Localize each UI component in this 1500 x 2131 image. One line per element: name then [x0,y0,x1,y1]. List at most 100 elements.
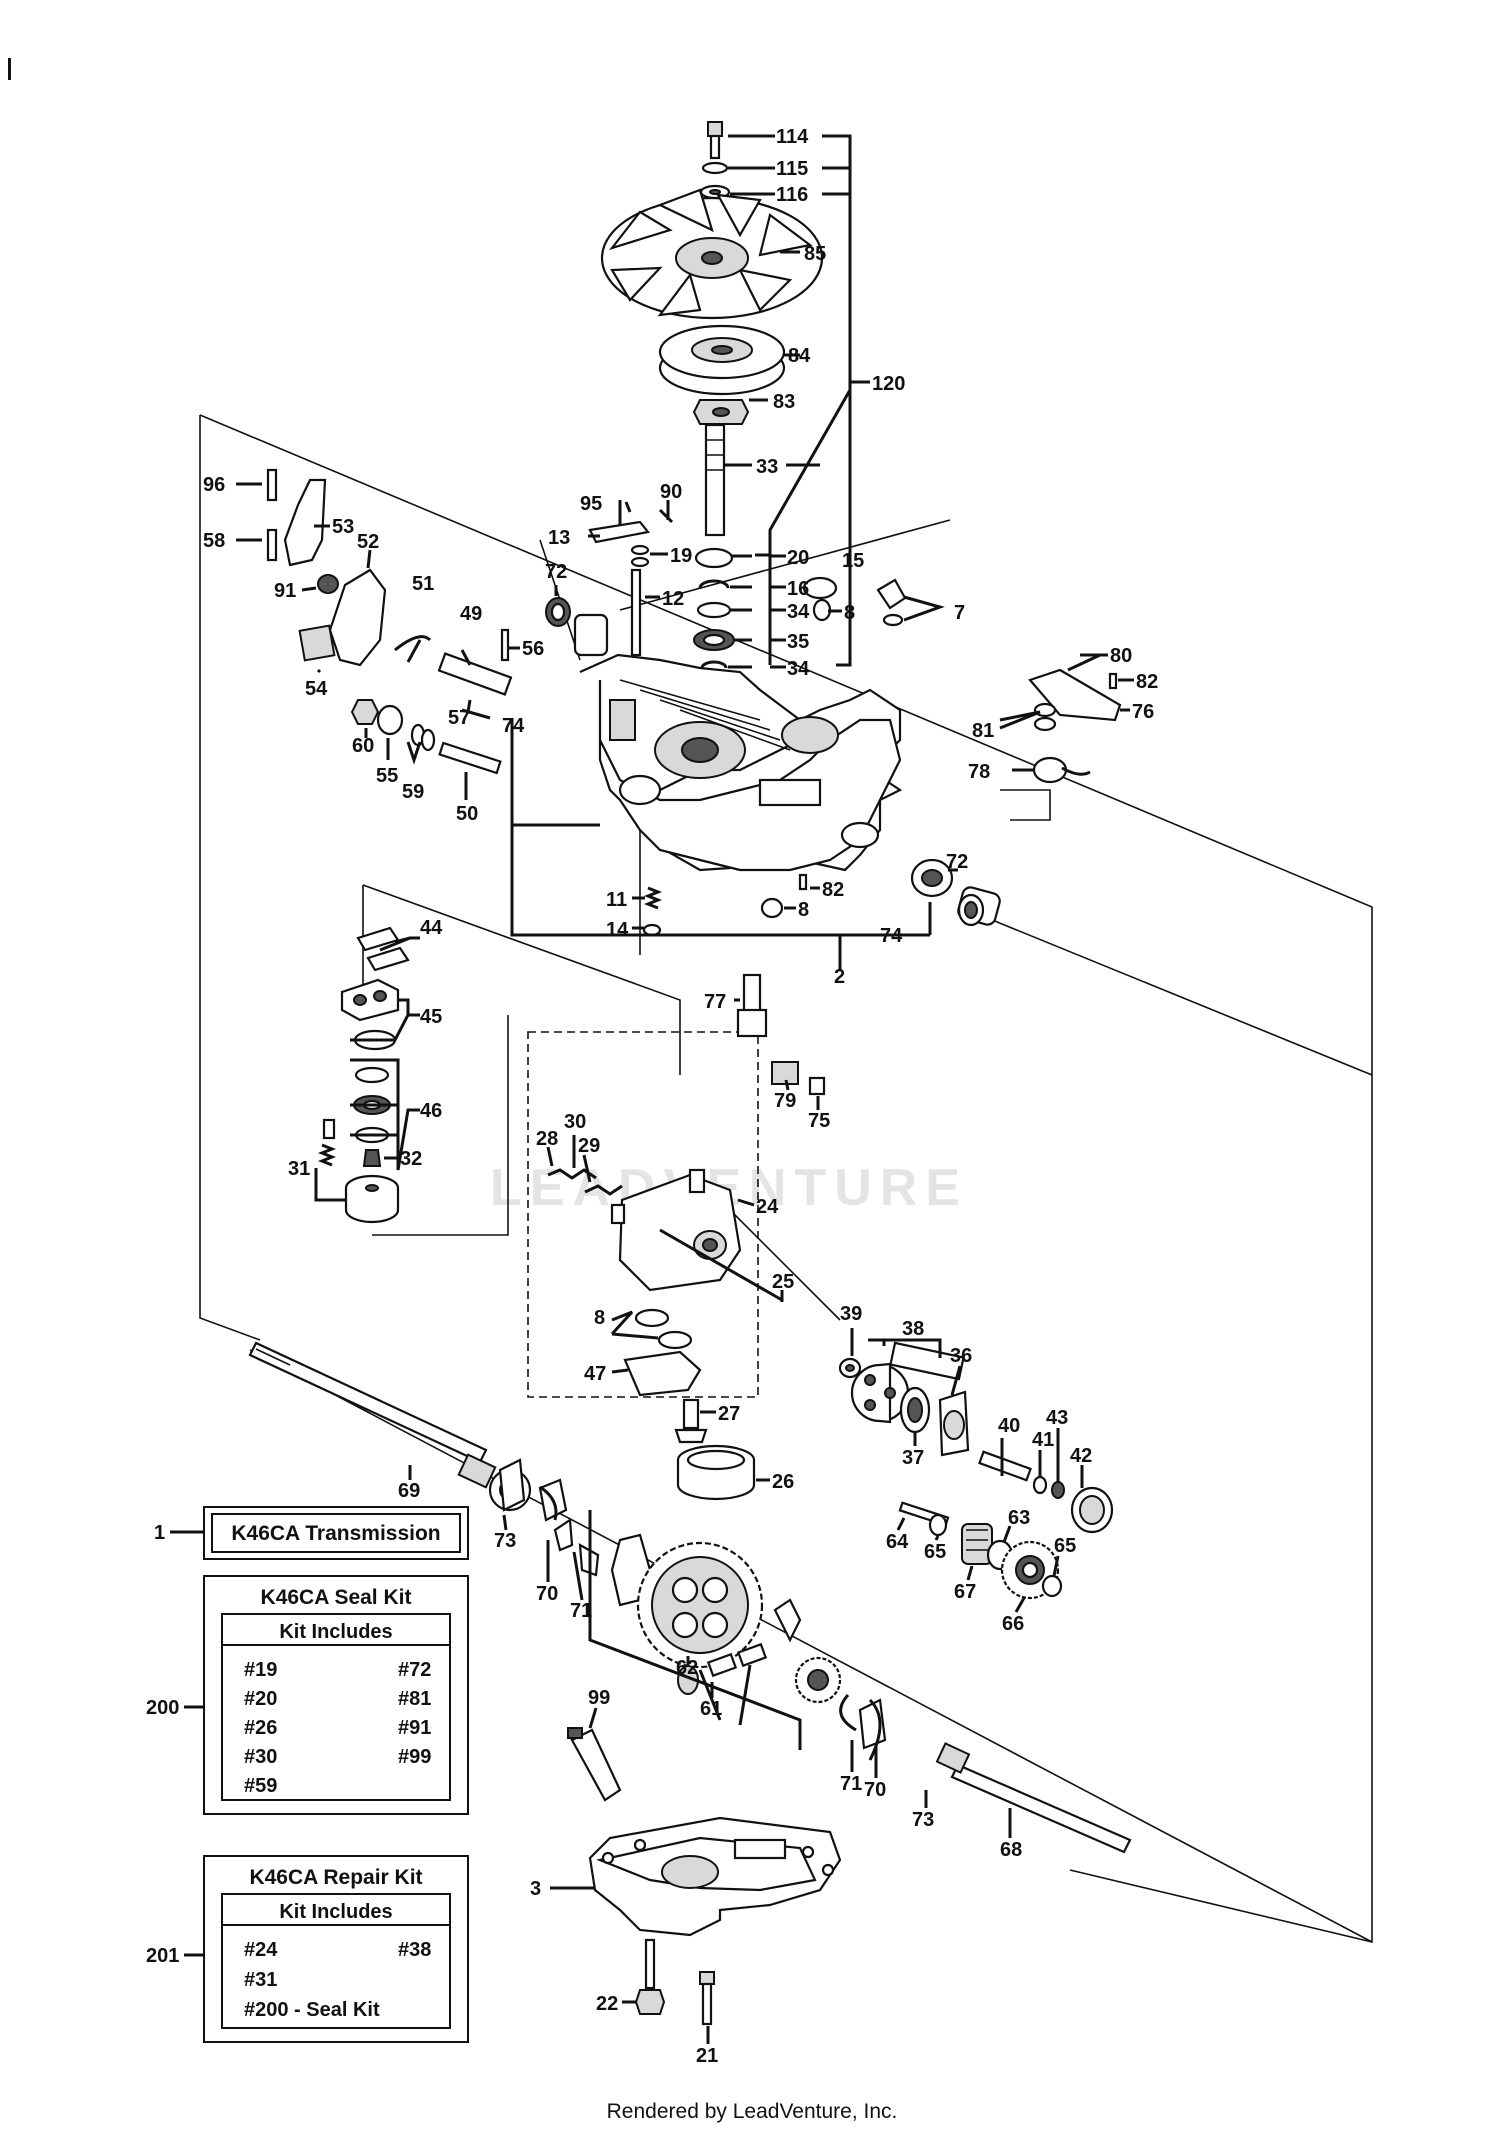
kit-24-dashed-box [527,1031,759,1398]
kit-item: #31 [244,1969,277,1991]
callout-24: 24 [756,1196,779,1218]
leader-lines [170,134,1134,2044]
callout-34-a: 34 [787,601,810,623]
callout-115: 115 [776,158,808,180]
callout-46: 46 [420,1100,442,1122]
callout-75: 75 [808,1110,830,1132]
callout-78: 78 [968,761,990,783]
callout-20: 20 [787,547,809,569]
bypass-parts [736,973,826,1096]
callout-36: 36 [950,1345,972,1367]
kit-item: #38 [398,1939,431,1961]
callout-61: 61 [700,1698,722,1720]
kit-item: #99 [398,1746,431,1768]
callout-54: 54 [305,678,328,700]
callout-56: 56 [522,638,544,660]
callout-80: 80 [1110,645,1132,667]
repair-kit-subtitle: Kit Includes [279,1901,392,1923]
callout-65-left: 65 [924,1541,946,1563]
callout-200: 200 [146,1697,179,1719]
callout-16: 16 [787,578,809,600]
control-arm-parts [266,468,609,720]
motor-parts [838,1341,1114,1534]
repair-kit-items-left: #24#31#200 - Seal Kit [244,1939,380,2021]
callout-71-left: 71 [570,1600,592,1622]
kit-item: #91 [398,1717,431,1739]
callout-63: 63 [1008,1507,1030,1529]
callout-32: 32 [400,1148,422,1170]
repair-kit-title: K46CA Repair Kit [249,1866,422,1889]
callout-11: 11 [606,889,627,911]
callout-83: 83 [773,391,795,413]
right-control-parts [1028,653,1122,784]
cooling-fan [600,188,824,320]
callout-59: 59 [402,781,424,803]
callout-8-a: 8 [844,602,855,624]
callout-72-right: 72 [946,851,968,873]
callout-64: 64 [886,1531,909,1553]
callout-21: 21 [696,2045,718,2067]
corner-mark [8,58,11,80]
callout-201: 201 [146,1945,179,1967]
gear-reduction-parts [898,1501,1063,1600]
kit-item: #72 [398,1659,431,1681]
callout-26: 26 [772,1471,794,1493]
callout-72-left: 72 [545,561,567,583]
callout-2: 2 [834,966,845,988]
kit-item: #59 [244,1775,277,1797]
linkage-parts [588,500,907,657]
callout-116: 116 [776,184,808,206]
callout-30: 30 [564,1111,586,1133]
callout-22: 22 [596,1993,618,2015]
callout-77: 77 [704,991,726,1013]
callout-57: 57 [448,707,470,729]
callout-38: 38 [902,1318,924,1340]
kit-item: #81 [398,1688,431,1710]
callout-81: 81 [972,720,994,742]
callout-99: 99 [588,1687,610,1709]
center-section [527,1031,759,1501]
seal-kit-items-left: #19#20#26#30#59 [244,1659,277,1797]
callout-95: 95 [580,493,602,515]
callout-74-left: 74 [502,715,525,737]
callout-39: 39 [840,1303,862,1325]
differential-parts [488,1458,887,1761]
callout-42: 42 [1070,1445,1092,1467]
callout-96: 96 [203,474,225,496]
callout-1: 1 [154,1522,165,1544]
callout-12: 12 [662,588,684,610]
callout-114: 114 [776,126,809,148]
callout-14: 14 [606,919,629,941]
callout-71-right: 71 [840,1773,862,1795]
callout-25: 25 [772,1271,794,1293]
callout-67: 67 [954,1581,976,1603]
kit-item: #30 [244,1746,277,1768]
lower-housing [588,1816,842,2026]
callout-73-left: 73 [494,1530,516,1552]
legend-transmission-box: K46CA Transmission [203,1506,469,1560]
legend-repair-kit-box: K46CA Repair Kit Kit Includes #24#31#200… [203,1855,469,2043]
shaft-50-parts [350,699,502,775]
callout-90: 90 [660,481,682,503]
callout-79: 79 [774,1090,796,1112]
transmission-title: K46CA Transmission [231,1522,440,1545]
callout-19: 19 [670,545,692,567]
callout-70-right: 70 [864,1779,886,1801]
callout-34-b: 34 [787,658,810,680]
callout-41: 41 [1032,1429,1054,1451]
kit-item: #24 [244,1939,278,1961]
callout-70-left: 70 [536,1583,558,1605]
callout-82-a: 82 [1136,671,1158,693]
seal-kit-items-right: #72 #81 #91 #99 [398,1659,431,1768]
callout-73-right: 73 [912,1809,934,1831]
callout-28: 28 [536,1128,558,1150]
pump-parts-left [317,926,410,1224]
callout-68: 68 [1000,1839,1022,1861]
kit-item: #19 [244,1659,277,1681]
callout-84: 84 [788,345,811,367]
callout-27: 27 [718,1403,740,1425]
callout-120: 120 [872,373,905,395]
fan-pulley-assembly [600,121,824,669]
callout-8-c: 8 [594,1307,605,1329]
